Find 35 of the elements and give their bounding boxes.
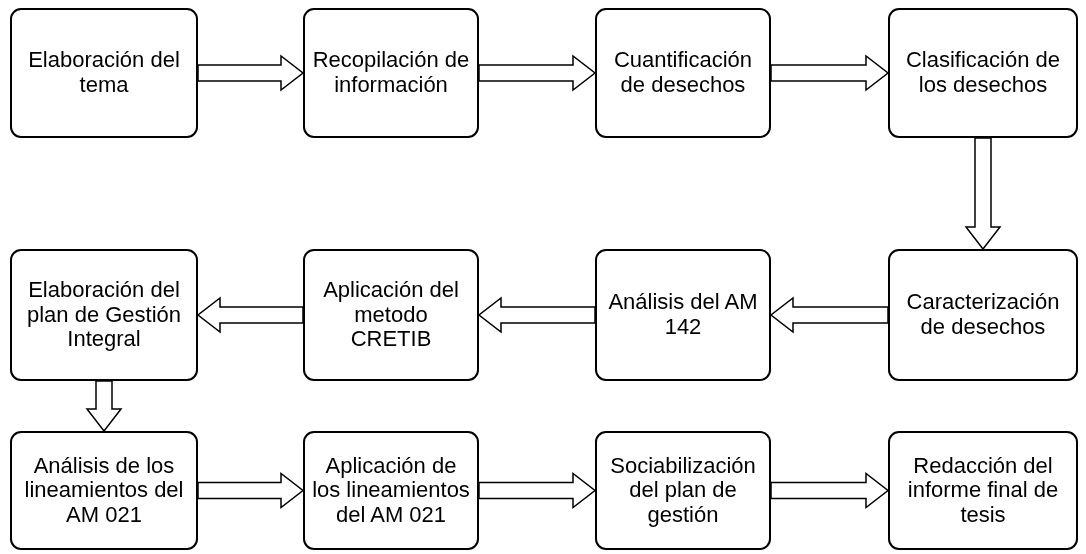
block-arrow bbox=[478, 471, 597, 510]
block-arrow bbox=[477, 296, 596, 334]
process-box bbox=[10, 431, 198, 550]
process-box bbox=[888, 431, 1078, 550]
process-box bbox=[888, 249, 1078, 381]
step-label: Sociabilización del plan de gestión bbox=[609, 453, 757, 528]
step-label: Recopilación de información bbox=[311, 48, 471, 98]
block-arrow bbox=[85, 380, 123, 433]
step-label: Elaboración del plan de Gestión Integral bbox=[25, 278, 183, 352]
step-label: Aplicación del metodo CRETIB bbox=[322, 278, 460, 352]
process-box bbox=[303, 8, 479, 138]
process-box bbox=[303, 431, 479, 550]
step-label: Análisis del AM 142 bbox=[607, 290, 759, 340]
block-arrow bbox=[196, 296, 304, 334]
block-arrow bbox=[770, 471, 890, 510]
step-label: Redacción del informe final de tesis bbox=[906, 453, 1060, 528]
step-label: Aplicación de los lineamientos del AM 021 bbox=[311, 453, 471, 528]
process-box bbox=[10, 249, 198, 381]
process-box bbox=[595, 249, 771, 381]
process-box bbox=[303, 249, 479, 381]
block-arrow bbox=[478, 54, 597, 92]
process-box bbox=[595, 431, 771, 550]
block-arrow bbox=[770, 54, 890, 92]
block-arrow bbox=[964, 137, 1002, 251]
process-box bbox=[10, 8, 198, 138]
block-arrow bbox=[769, 296, 889, 334]
block-arrow bbox=[197, 471, 305, 510]
step-label: Cuantificación de desechos bbox=[612, 48, 754, 98]
step-label: Caracterización de desechos bbox=[905, 290, 1061, 340]
process-box bbox=[595, 8, 771, 138]
block-arrow bbox=[197, 54, 305, 92]
step-label: Análisis de los lineamientos del AM 021 bbox=[23, 453, 185, 528]
step-label: Clasificación de los desechos bbox=[904, 48, 1062, 98]
step-label: Elaboración del tema bbox=[27, 48, 181, 98]
process-box bbox=[888, 8, 1078, 138]
